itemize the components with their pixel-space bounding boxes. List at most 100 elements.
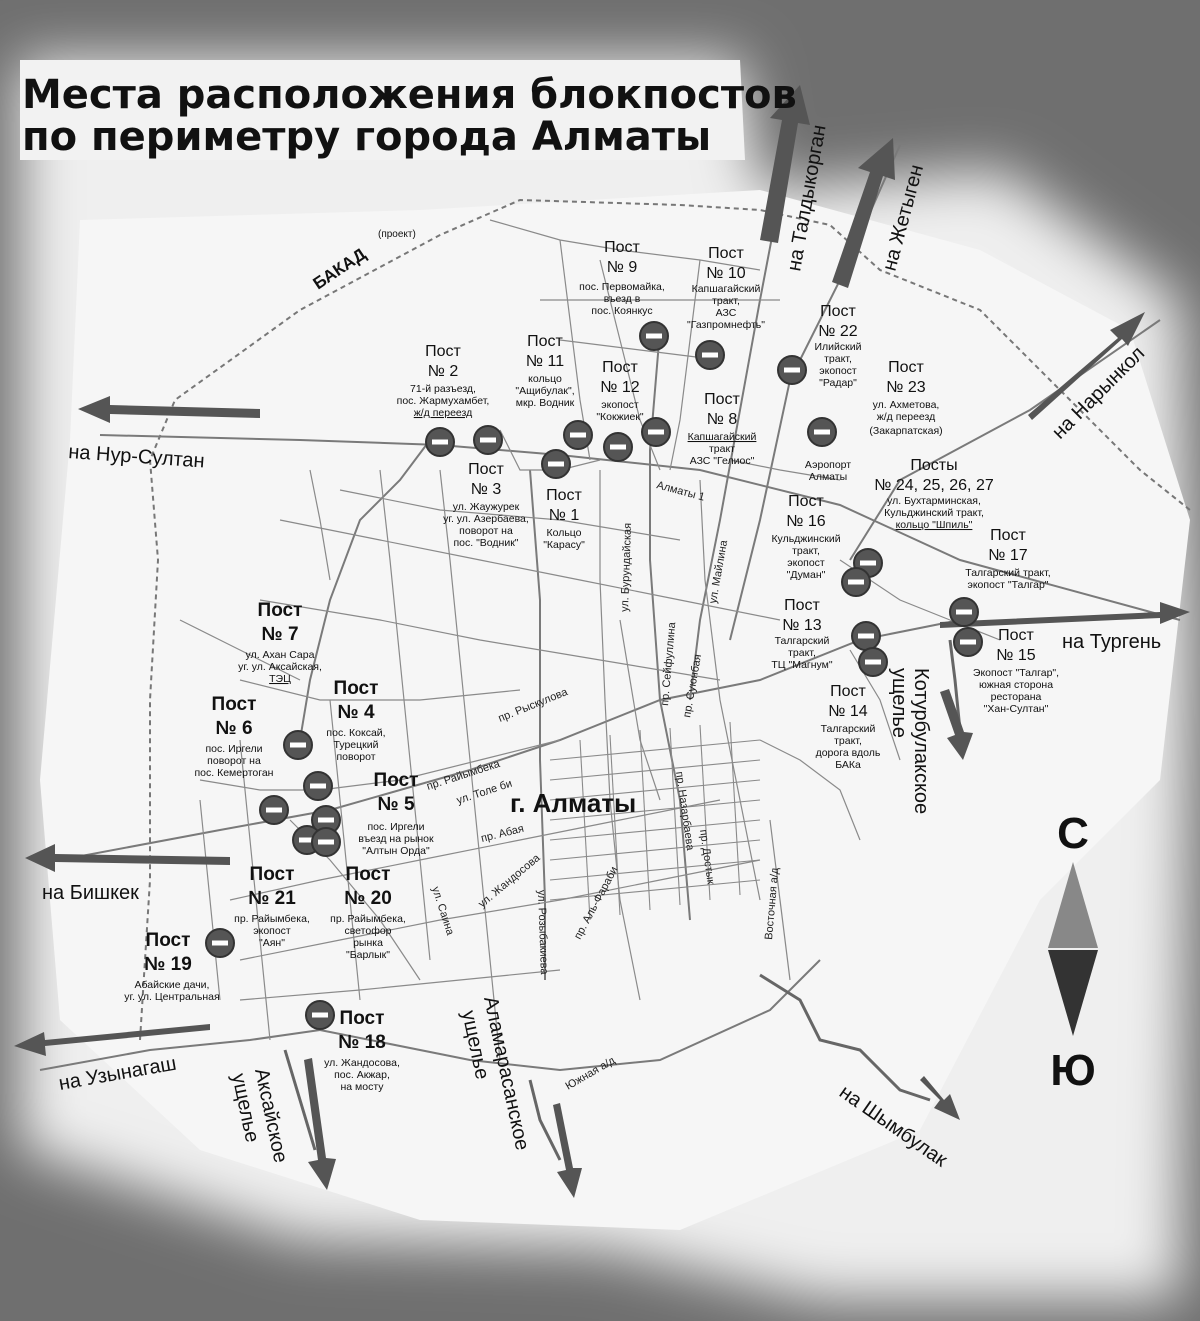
post-desc: ул. Жаужурек bbox=[453, 501, 520, 513]
post-12-label: Пост № 12 экопост "Кокжиек" bbox=[596, 359, 644, 423]
checkpoint-icon[interactable] bbox=[858, 647, 888, 677]
post-3-label: Пост № 3 ул. Жаужурек уг. ул. Азербаева,… bbox=[443, 461, 529, 549]
title-line-1: Места расположения блокпостов bbox=[22, 72, 797, 118]
post-desc: пос. Первомайка, bbox=[579, 281, 665, 293]
post-head: Пост bbox=[990, 527, 1026, 544]
post-number: № 12 bbox=[600, 379, 640, 396]
dir-turgen-label: на Тургень bbox=[1062, 631, 1161, 653]
checkpoint-icon[interactable] bbox=[639, 321, 669, 351]
checkpoint-icon[interactable] bbox=[603, 432, 633, 462]
post-6-label: Пост № 6 пос. Иргели поворот на пос. Кем… bbox=[194, 694, 273, 779]
checkpoint-icon[interactable] bbox=[953, 627, 983, 657]
compass-south: Ю bbox=[1050, 1046, 1095, 1095]
compass-north-pointer bbox=[1048, 862, 1098, 948]
checkpoint-icon[interactable] bbox=[259, 795, 289, 825]
post-desc: пос. Жармухамбет, bbox=[397, 395, 490, 407]
post-desc: "Радар" bbox=[819, 377, 857, 389]
post-head: Пост bbox=[708, 245, 744, 262]
post-2-label: Пост № 2 71-й разъезд, пос. Жармухамбет,… bbox=[397, 343, 490, 419]
post-15-label: Пост № 15 Экопост "Талгар", южная сторон… bbox=[973, 627, 1059, 715]
post-desc: АЗС "Гелиос" bbox=[690, 455, 755, 467]
post-desc: пр. Райымбека, bbox=[234, 913, 310, 925]
checkpoint-icon[interactable] bbox=[807, 417, 837, 447]
checkpoint-icon[interactable] bbox=[641, 417, 671, 447]
post-number: № 22 bbox=[818, 323, 858, 340]
checkpoint-icon[interactable] bbox=[205, 928, 235, 958]
post-desc: дорога вдоль bbox=[816, 747, 881, 759]
post-desc: Кольцо bbox=[546, 527, 581, 539]
post-desc: Турецкий bbox=[334, 739, 379, 751]
post-head: Пост bbox=[784, 597, 820, 614]
post-number: № 5 bbox=[377, 794, 414, 815]
post-head: Пост bbox=[346, 864, 391, 885]
checkpoint-icon[interactable] bbox=[425, 427, 455, 457]
post-head: Пост bbox=[250, 864, 295, 885]
post-desc: "Ащибулак", bbox=[515, 385, 574, 397]
post-desc: (Закарпатская) bbox=[869, 425, 942, 437]
dir-bishkek-label: на Бишкек bbox=[42, 882, 139, 904]
post-desc: на мосту bbox=[340, 1081, 384, 1093]
post-21-label: Пост № 21 пр. Райымбека, экопост "Аян" bbox=[234, 864, 310, 949]
post-desc: тракт, bbox=[834, 735, 862, 747]
post-number: № 18 bbox=[338, 1032, 386, 1053]
post-number: № 16 bbox=[786, 513, 826, 530]
post-number: № 13 bbox=[782, 617, 822, 634]
post-19-label: Пост № 19 Абайские дачи, уг. ул. Централ… bbox=[124, 930, 219, 1003]
checkpoint-icon[interactable] bbox=[777, 355, 807, 385]
post-head: Пост bbox=[888, 359, 924, 376]
post-number: № 11 bbox=[526, 353, 564, 370]
post-desc: тракт bbox=[709, 443, 735, 455]
post-number: № 2 bbox=[428, 363, 459, 380]
post-desc: Капшагайский bbox=[688, 431, 757, 443]
checkpoint-icon[interactable] bbox=[949, 597, 979, 627]
post-desc: Кульджинский bbox=[771, 533, 840, 545]
checkpoint-icon[interactable] bbox=[283, 730, 313, 760]
post-desc: ж/д переезд bbox=[414, 407, 473, 419]
airport-line: Аэропорт bbox=[805, 459, 851, 471]
post-desc: кольцо bbox=[528, 373, 562, 385]
checkpoint-icon[interactable] bbox=[303, 771, 333, 801]
post-24-27-label: Посты № 24, 25, 26, 27 ул. Бухтарминская… bbox=[874, 457, 994, 531]
post-desc: экопост bbox=[787, 557, 825, 569]
post-18-label: Пост № 18 ул. Жандосова, пос. Акжар, на … bbox=[324, 1008, 400, 1093]
post-number: № 20 bbox=[344, 888, 392, 909]
post-desc: экопост "Талгар" bbox=[967, 579, 1048, 591]
checkpoint-icon[interactable] bbox=[841, 567, 871, 597]
post-desc: пос. "Водник" bbox=[453, 537, 518, 549]
post-number: № 7 bbox=[261, 624, 298, 645]
post-desc: ул. Жандосова, bbox=[324, 1057, 400, 1069]
post-head: Пост bbox=[546, 487, 582, 504]
post-head: Пост bbox=[998, 627, 1034, 644]
post-desc: въезд на рынок bbox=[358, 833, 434, 845]
checkpoint-icon[interactable] bbox=[563, 420, 593, 450]
post-number: № 14 bbox=[828, 703, 868, 720]
post-14-label: Пост № 14 Талгарский тракт, дорога вдоль… bbox=[816, 683, 881, 771]
post-desc: ул. Бухтарминская, bbox=[887, 495, 981, 507]
post-desc: тракт, bbox=[824, 353, 852, 365]
bakad-ring-road bbox=[139, 198, 1191, 1041]
post-desc: "Алтын Орда" bbox=[362, 845, 430, 857]
checkpoint-icon[interactable] bbox=[851, 621, 881, 651]
post-desc: ресторана bbox=[991, 691, 1042, 703]
post-desc: поворот на bbox=[459, 525, 513, 537]
post-desc: экопост bbox=[253, 925, 291, 937]
checkpoint-icon[interactable] bbox=[695, 340, 725, 370]
post-head: Пост bbox=[704, 391, 740, 408]
post-desc: кольцо "Шпиль" bbox=[896, 519, 973, 531]
post-desc: поворот bbox=[336, 751, 375, 763]
post-13-label: Пост № 13 Талгарский тракт, ТЦ "Магнум" bbox=[771, 597, 833, 671]
post-8-label: Пост № 8 Капшагайский тракт АЗС "Гелиос" bbox=[688, 391, 757, 467]
checkpoint-icon[interactable] bbox=[311, 827, 341, 857]
map-title: Места расположения блокпостов по перимет… bbox=[22, 72, 797, 160]
post-number: № 10 bbox=[706, 265, 746, 282]
checkpoint-icon[interactable] bbox=[541, 449, 571, 479]
post-head: Пост bbox=[374, 770, 419, 791]
city-label: г. Алматы bbox=[510, 788, 636, 818]
post-desc: ТЦ "Магнум" bbox=[771, 659, 833, 671]
post-desc: светофор bbox=[344, 925, 391, 937]
checkpoint-icon[interactable] bbox=[305, 1000, 335, 1030]
checkpoint-icon[interactable] bbox=[473, 425, 503, 455]
post-head: Пост bbox=[830, 683, 866, 700]
post-number: № 21 bbox=[248, 888, 296, 909]
